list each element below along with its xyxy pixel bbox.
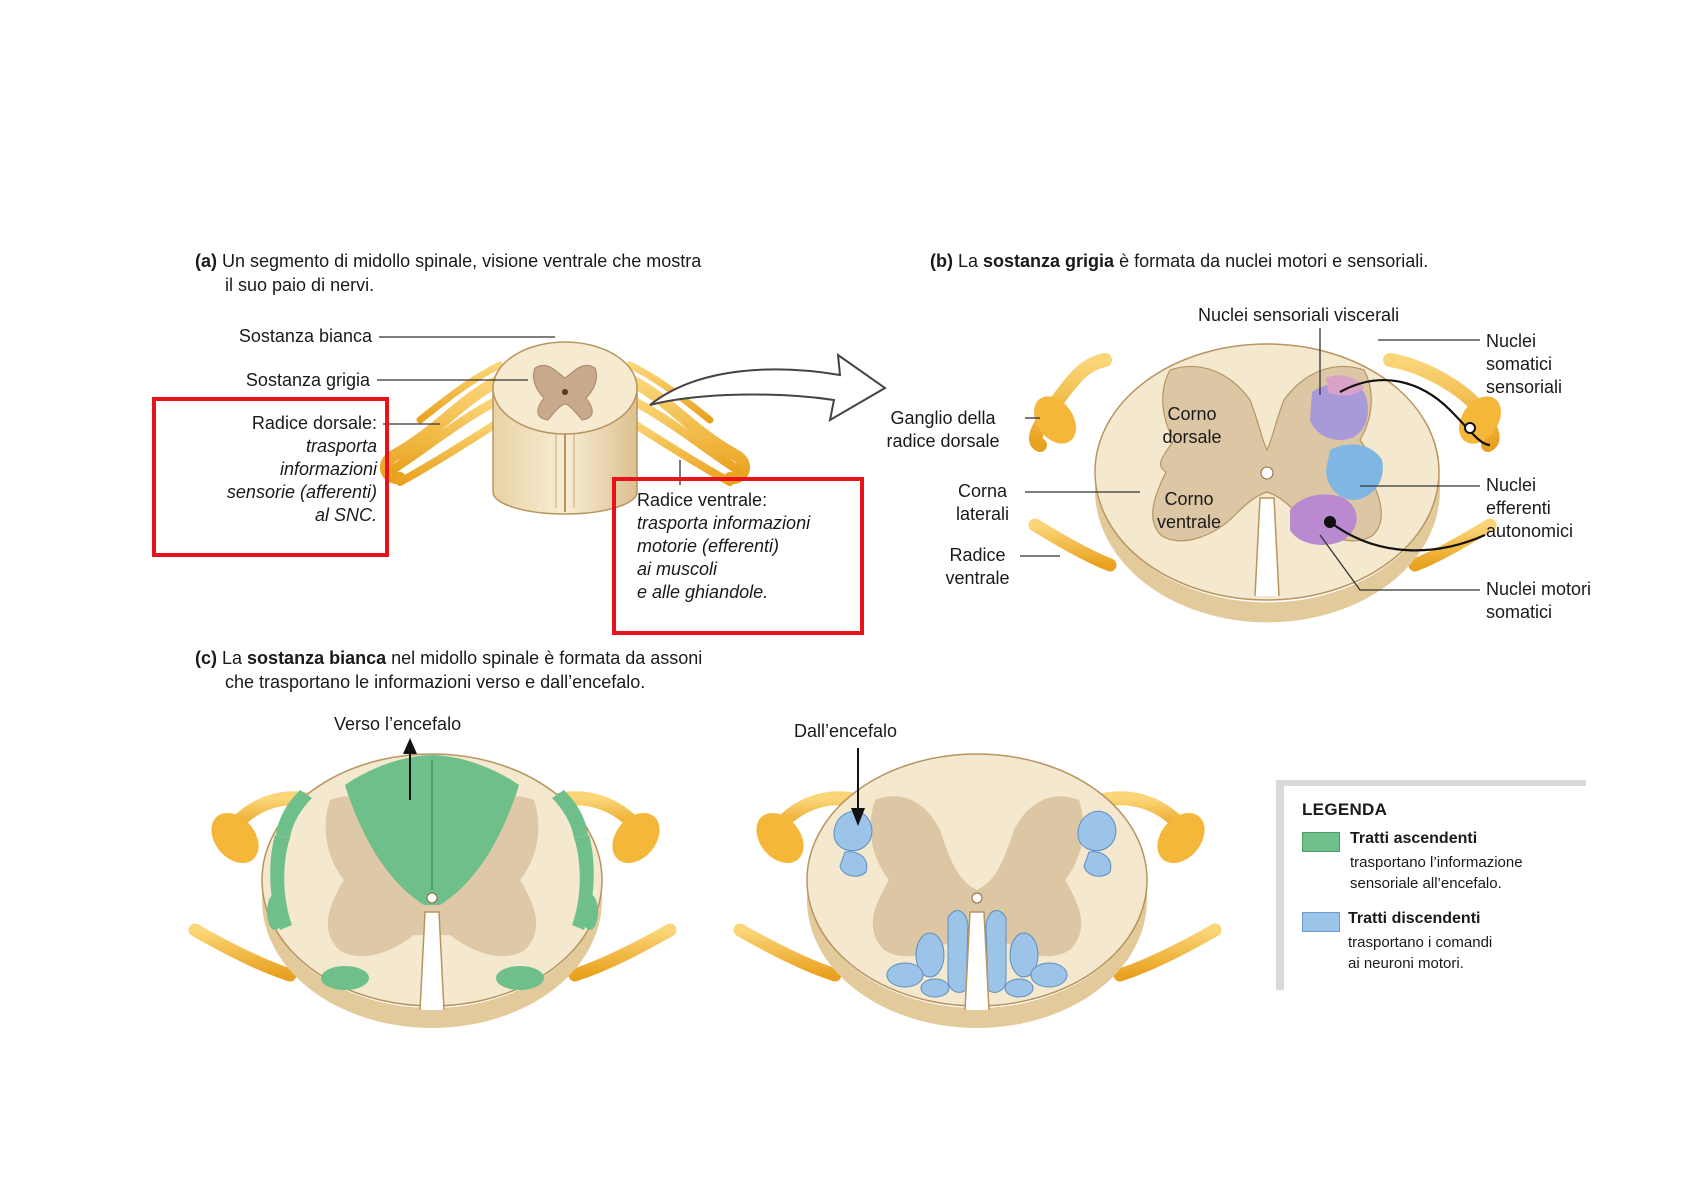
dorsal-root-line-4: al SNC.: [314, 505, 377, 525]
caption-c-line2: che trasportano le informazioni verso e …: [225, 672, 646, 692]
label-ventral-horn: Corno ventrale: [1148, 488, 1230, 534]
legend: LEGENDA Tratti ascendenti trasportano l’…: [1302, 800, 1582, 980]
somatic-motor-line-2: somatici: [1486, 602, 1553, 622]
panel-c-ascending-section: [188, 738, 677, 1028]
ventral-horn-line-2: ventrale: [1156, 512, 1222, 532]
label-lateral-horns: Corna laterali: [940, 480, 1025, 526]
lateral-horns-line-1: Corna: [957, 481, 1008, 501]
caption-tag-c: (c): [195, 648, 217, 668]
caption-panel-c: (c) La sostanza bianca nel midollo spina…: [195, 646, 702, 694]
label-ventral-root-b: Radice ventrale: [935, 544, 1020, 590]
ascending-swatch: [1302, 832, 1340, 852]
legend-title: LEGENDA: [1302, 800, 1388, 819]
highlight-box-dorsal-root: [152, 397, 389, 557]
highlight-box-ventral-root: [612, 477, 864, 635]
ventral-root-line-1: trasporta informazioni: [637, 513, 811, 533]
somatic-sensory-line-2: somatici: [1486, 354, 1553, 374]
dorsal-root-title: Radice dorsale:: [251, 413, 377, 433]
caption-tag-b: (b): [930, 251, 953, 271]
panel-b-section: [1028, 343, 1501, 623]
caption-panel-a: (a) Un segmento di midollo spinale, visi…: [195, 249, 701, 297]
panel-a-segment: [380, 341, 887, 515]
autonomic-line-3: autonomici: [1486, 521, 1574, 541]
label-to-brain: Verso l’encefalo: [334, 714, 462, 734]
descending-line-1: trasportano i comandi: [1348, 934, 1493, 951]
ventral-horn-line-1: Corno: [1164, 489, 1214, 509]
label-visceral-sensory-nuclei: Nuclei sensoriali viscerali: [1198, 305, 1400, 325]
caption-a-line1: Un segmento di midollo spinale, visione …: [222, 251, 702, 271]
caption-b-bold: sostanza grigia: [983, 251, 1115, 271]
legend-item-descending: Tratti discendenti trasportano i comandi…: [1302, 910, 1582, 980]
panel-c-descending-section: [733, 748, 1222, 1028]
legend-frame: [1276, 780, 1586, 990]
caption-tag-a: (a): [195, 251, 217, 271]
ascending-line-2: sensoriale all’encefalo.: [1350, 875, 1502, 892]
label-ventral-root: Radice ventrale: trasporta informazioni …: [637, 489, 810, 604]
dorsal-horn-line-1: Corno: [1167, 404, 1217, 424]
ventral-root-title: Radice ventrale:: [637, 490, 768, 510]
caption-b-pre: La: [958, 251, 984, 271]
label-dorsal-root-ganglion: Ganglio della radice dorsale: [868, 407, 1018, 453]
ventral-root-b-line-2: ventrale: [945, 568, 1010, 588]
legend-item-ascending: Tratti ascendenti trasportano l’informaz…: [1302, 830, 1582, 900]
label-somatic-sensory-nuclei: Nuclei somatici sensoriali: [1486, 330, 1562, 399]
lateral-horns-line-2: laterali: [955, 504, 1010, 524]
ventral-root-line-3: ai muscoli: [637, 559, 718, 579]
ventral-root-line-2: motorie (efferenti): [637, 536, 780, 556]
caption-panel-b: (b) La sostanza grigia è formata da nucl…: [930, 249, 1428, 273]
ganglion-line-1: Ganglio della: [890, 408, 996, 428]
label-dorsal-root: Radice dorsale: trasporta informazioni s…: [160, 412, 377, 527]
autonomic-line-1: Nuclei: [1486, 475, 1537, 495]
label-grey-matter: Sostanza grigia: [245, 370, 370, 390]
somatic-sensory-line-1: Nuclei: [1486, 331, 1537, 351]
ganglion-line-2: radice dorsale: [886, 431, 1000, 451]
descending-heading: Tratti discendenti: [1348, 910, 1481, 927]
dorsal-root-line-2: informazioni: [279, 459, 377, 479]
caption-c-bold: sostanza bianca: [247, 648, 387, 668]
label-white-matter: Sostanza bianca: [238, 326, 372, 346]
autonomic-line-2: efferenti: [1486, 498, 1551, 518]
dorsal-root-line-3: sensorie (afferenti): [226, 482, 377, 502]
descending-swatch: [1302, 912, 1340, 932]
ventral-root-line-4: e alle ghiandole.: [637, 582, 769, 602]
caption-a-line2: il suo paio di nervi.: [225, 275, 375, 295]
dorsal-root-line-1: trasporta: [305, 436, 377, 456]
descending-line-2: ai neuroni motori.: [1348, 955, 1464, 972]
caption-c-post: nel midollo spinale è formata da assoni: [386, 648, 703, 668]
caption-b-post: è formata da nuclei motori e sensoriali.: [1114, 251, 1429, 271]
panel-b-leaders: [1020, 328, 1480, 591]
ventral-root-b-line-1: Radice: [949, 545, 1006, 565]
ascending-line-1: trasportano l’informazione: [1350, 854, 1523, 871]
dorsal-horn-line-2: dorsale: [1162, 427, 1222, 447]
ascending-heading: Tratti ascendenti: [1350, 830, 1478, 847]
label-autonomic-efferent-nuclei: Nuclei efferenti autonomici: [1486, 474, 1573, 543]
somatic-sensory-line-3: sensoriali: [1486, 377, 1563, 397]
label-from-brain: Dall’encefalo: [794, 721, 898, 741]
caption-c-pre: La: [222, 648, 248, 668]
label-dorsal-horn: Corno dorsale: [1152, 403, 1232, 449]
label-somatic-motor-nuclei: Nuclei motori somatici: [1486, 578, 1591, 624]
somatic-motor-line-1: Nuclei motori: [1486, 579, 1592, 599]
